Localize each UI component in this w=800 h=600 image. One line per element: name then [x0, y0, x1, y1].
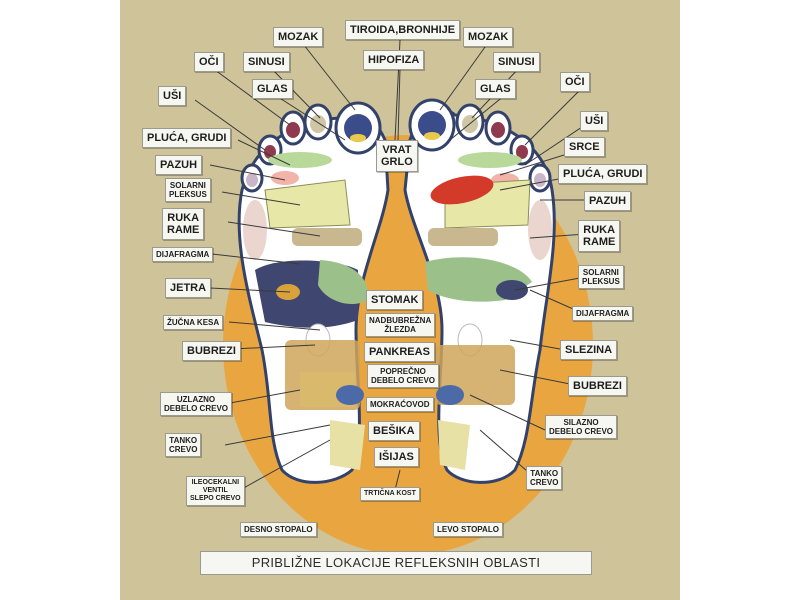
label-ruka-rame-right-foot: RUKA RAME: [162, 208, 205, 240]
label-pluca-right-foot: PLUĆA, GRUDI: [142, 128, 232, 148]
label-glas-right-foot: GLAS: [252, 79, 293, 99]
label-hipofiza: HIPOFIZA: [363, 50, 425, 70]
label-mokracovod: MOKRAĆOVOD: [366, 397, 434, 412]
label-ileocekalni-ventil: ILEOCEKALNI VENTIL SLEPO CREVO: [186, 476, 245, 506]
label-mozak-left-foot: MOZAK: [463, 27, 514, 47]
label-slezina: SLEZINA: [560, 340, 618, 360]
label-levo-stopalo: LEVO STOPALO: [433, 522, 503, 537]
label-solarni-pleksus-left-foot: SOLARNI PLEKSUS: [578, 265, 624, 289]
label-usi-right-foot: UŠI: [158, 86, 187, 106]
label-isijas: IŠIJAS: [374, 447, 419, 467]
label-desno-stopalo: DESNO STOPALO: [240, 522, 317, 537]
label-srce: SRCE: [564, 137, 605, 157]
label-oci-right-foot: OČI: [194, 52, 224, 72]
label-mozak-right-foot: MOZAK: [273, 27, 324, 47]
label-tanko-crevo-right-foot: TANKO CREVO: [165, 433, 202, 457]
label-sinusi-left-foot: SINUSI: [493, 52, 540, 72]
label-pluca-left-foot: PLUĆA, GRUDI: [558, 164, 648, 184]
label-tiroida-bronhije: TIROIDA,BRONHIJE: [345, 20, 461, 40]
label-solarni-pleksus-right-foot: SOLARNI PLEKSUS: [165, 178, 211, 202]
label-stomak: STOMAK: [366, 290, 424, 310]
label-sinusi-right-foot: SINUSI: [243, 52, 290, 72]
label-jetra: JETRA: [165, 278, 212, 298]
label-uzlazno-debelo-crevo: UZLAZNO DEBELO CREVO: [160, 392, 233, 416]
left-foot-zones: [418, 111, 552, 470]
label-zucna-kesa: ŽUČNA KESA: [163, 315, 224, 330]
label-dijafragma-left-foot: DIJAFRAGMA: [572, 306, 634, 321]
right-foot-zones: [243, 114, 372, 470]
label-glas-left-foot: GLAS: [475, 79, 516, 99]
label-tanko-crevo-left-foot: TANKO CREVO: [526, 466, 563, 490]
label-pazuh-right-foot: PAZUH: [155, 155, 203, 175]
label-vrat-grlo: VRAT GRLO: [376, 140, 418, 172]
label-poprecno-debelo-crevo: POPREČNO DEBELO CREVO: [367, 364, 440, 388]
label-nadbubrezna-zlezda: NADBUBREŽNA ŽLEZDA: [365, 313, 436, 337]
label-bubrezi-right-foot: BUBREZI: [182, 341, 241, 361]
label-pazuh-left-foot: PAZUH: [584, 191, 632, 211]
label-oci-left-foot: OČI: [560, 72, 590, 92]
label-usi-left-foot: UŠI: [580, 111, 609, 131]
label-dijafragma-right-foot: DIJAFRAGMA: [152, 247, 214, 262]
label-trticna-kost: TRTIČNA KOST: [360, 487, 420, 501]
label-ruka-rame-left-foot: RUKA RAME: [578, 220, 621, 252]
diagram-caption: PRIBLIŽNE LOKACIJE REFLEKSNIH OBLASTI: [200, 551, 592, 575]
label-besika: BEŠIKA: [368, 421, 420, 441]
label-silazno-debelo-crevo: SILAZNO DEBELO CREVO: [545, 415, 618, 439]
label-bubrezi-left-foot: BUBREZI: [568, 376, 627, 396]
label-pankreas: PANKREAS: [364, 342, 435, 362]
